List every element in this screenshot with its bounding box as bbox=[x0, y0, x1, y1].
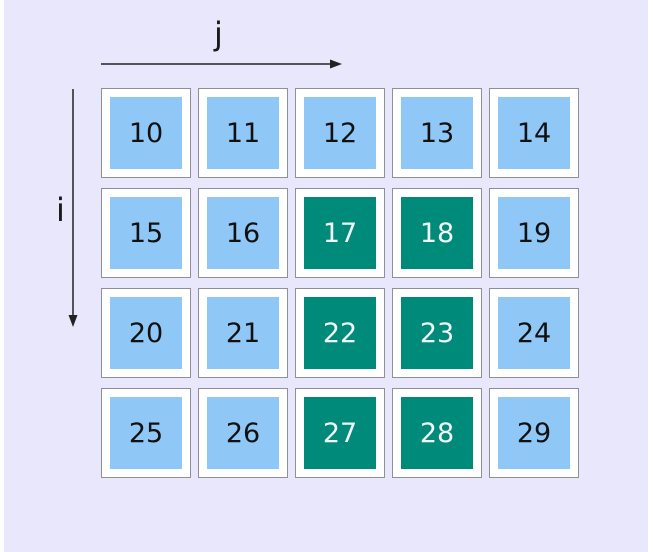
highlighted-cell-value: 18 bbox=[401, 197, 473, 269]
cell-value: 20 bbox=[110, 297, 182, 369]
cell-value: 24 bbox=[498, 297, 570, 369]
cell-value: 10 bbox=[110, 97, 182, 169]
row-axis-arrow bbox=[68, 89, 78, 327]
matrix-cell: 24 bbox=[489, 288, 579, 378]
matrix-cell: 15 bbox=[101, 188, 191, 278]
matrix-cell: 14 bbox=[489, 88, 579, 178]
matrix-cell: 27 bbox=[295, 388, 385, 478]
matrix-cell: 26 bbox=[198, 388, 288, 478]
matrix-cell: 25 bbox=[101, 388, 191, 478]
highlighted-cell-value: 27 bbox=[304, 397, 376, 469]
matrix-cell: 20 bbox=[101, 288, 191, 378]
cell-value: 13 bbox=[401, 97, 473, 169]
highlighted-cell-value: 23 bbox=[401, 297, 473, 369]
matrix-cell: 17 bbox=[295, 188, 385, 278]
highlighted-cell-value: 22 bbox=[304, 297, 376, 369]
cell-value: 26 bbox=[207, 397, 279, 469]
cell-value: 29 bbox=[498, 397, 570, 469]
highlighted-cell-value: 17 bbox=[304, 197, 376, 269]
cell-value: 11 bbox=[207, 97, 279, 169]
cell-value: 12 bbox=[304, 97, 376, 169]
cell-value: 25 bbox=[110, 397, 182, 469]
matrix-cell: 11 bbox=[198, 88, 288, 178]
cell-value: 14 bbox=[498, 97, 570, 169]
matrix-cell: 19 bbox=[489, 188, 579, 278]
cell-value: 19 bbox=[498, 197, 570, 269]
matrix-cell: 28 bbox=[392, 388, 482, 478]
matrix-cell: 13 bbox=[392, 88, 482, 178]
column-axis-label: j bbox=[214, 15, 223, 53]
cell-value: 21 bbox=[207, 297, 279, 369]
column-axis-arrow bbox=[101, 59, 342, 69]
matrix-cell: 10 bbox=[101, 88, 191, 178]
cell-value: 15 bbox=[110, 197, 182, 269]
cell-value: 16 bbox=[207, 197, 279, 269]
highlighted-cell-value: 28 bbox=[401, 397, 473, 469]
matrix-cell: 21 bbox=[198, 288, 288, 378]
matrix-cell: 23 bbox=[392, 288, 482, 378]
matrix-cell: 22 bbox=[295, 288, 385, 378]
matrix-cell: 12 bbox=[295, 88, 385, 178]
matrix-cell: 16 bbox=[198, 188, 288, 278]
matrix-cell: 18 bbox=[392, 188, 482, 278]
row-axis-label: i bbox=[56, 191, 65, 229]
matrix-cell: 29 bbox=[489, 388, 579, 478]
matrix-grid: 10 11 12 13 14 15 16 17 18 19 20 21 22 23 24 25 26 27 28 29 bbox=[101, 88, 579, 478]
